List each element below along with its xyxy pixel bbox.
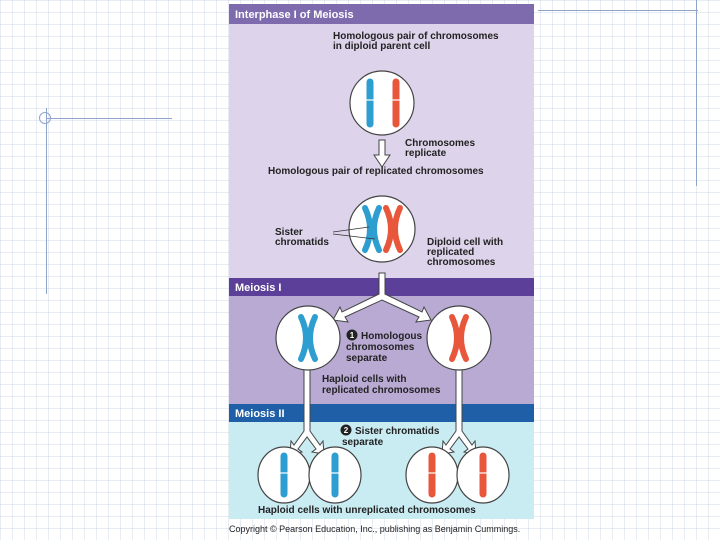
label-replicate-2: replicate xyxy=(405,148,447,159)
label-haploid-unrep: Haploid cells with unreplicated chromoso… xyxy=(258,505,476,516)
interphase-header: Interphase I of Meiosis xyxy=(229,4,534,24)
label-homologous-pair-1: Homologous pair of chromosomes xyxy=(333,31,499,42)
decor-line-top-horizontal xyxy=(538,10,698,11)
chromosome-red-meiosis1 xyxy=(449,314,469,362)
meiosis-figure: Interphase I of Meiosis Meiosis I Meiosi… xyxy=(229,4,534,519)
meiosis-diagram: 1 2 Homologous pair of chromosomes in di… xyxy=(257,31,510,516)
step2-number: 2 xyxy=(344,426,349,435)
label-diploid-2: replicated xyxy=(427,247,474,258)
copyright-notice: Copyright © Pearson Education, Inc., pub… xyxy=(229,524,521,534)
decor-line-left-vertical xyxy=(46,108,47,294)
decor-line-horizontal xyxy=(46,118,172,119)
label-haploid-rep-2: replicated chromosomes xyxy=(322,385,441,396)
label-step1-3: separate xyxy=(346,353,388,364)
sister-pointer-1 xyxy=(332,226,370,233)
label-replicate-1: Chromosomes xyxy=(405,138,475,149)
arrow-split-left-meiosis2 xyxy=(289,363,325,455)
chromosome-blue-meiosis1 xyxy=(298,314,318,362)
parent-cell xyxy=(349,70,415,136)
arrow-split-meiosis1 xyxy=(332,272,432,323)
sister-pointer-2 xyxy=(332,233,376,240)
label-step2-1: Sister chromatids xyxy=(355,426,440,437)
label-diploid-3: chromosomes xyxy=(427,257,496,268)
label-replicated-pair: Homologous pair of replicated chromosome… xyxy=(268,166,484,177)
arrow-split-right-meiosis2 xyxy=(441,363,477,455)
label-sister-1: Sister xyxy=(275,227,303,238)
step1-number: 1 xyxy=(350,331,355,340)
step2-badge xyxy=(340,424,352,436)
label-haploid-rep-1: Haploid cells with xyxy=(322,374,406,385)
label-step1-2: chromosomes xyxy=(346,342,415,353)
arrow-replicate xyxy=(373,139,391,168)
label-step2-2: separate xyxy=(342,437,384,448)
label-step1-1: Homologous xyxy=(361,331,423,342)
label-homologous-pair-2: in diploid parent cell xyxy=(333,41,430,52)
decor-line-right-vertical xyxy=(696,0,697,186)
replicated-cell xyxy=(348,195,416,263)
decor-circle xyxy=(39,112,51,124)
chromosome-blue-replicated xyxy=(362,205,382,253)
chromosome-red-replicated xyxy=(383,205,403,253)
label-sister-2: chromatids xyxy=(275,237,329,248)
step1-badge xyxy=(346,329,358,341)
label-diploid-1: Diploid cell with xyxy=(427,237,503,248)
